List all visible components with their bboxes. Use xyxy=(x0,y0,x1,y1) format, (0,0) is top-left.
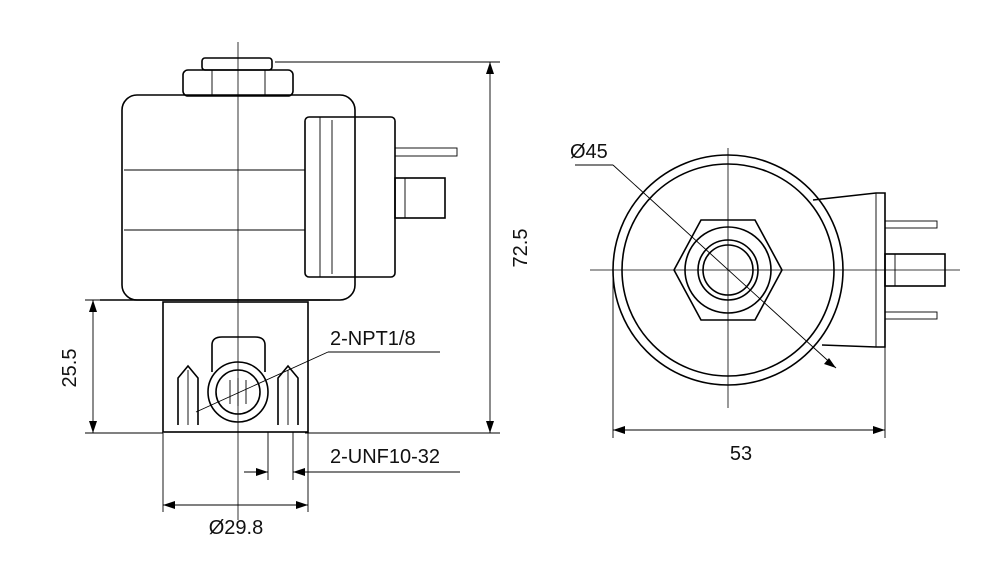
dimension-overall-width xyxy=(612,270,886,438)
leader-npt xyxy=(195,351,440,413)
valve-body xyxy=(100,299,330,433)
front-view: 72.5 25.5 2-NPT1/8 2-UNF10-32 xyxy=(59,42,532,539)
top-connector xyxy=(812,192,946,348)
top-nut xyxy=(182,57,294,97)
body-height-label: 25.5 xyxy=(59,349,81,388)
mount-thread-label: 2-UNF10-32 xyxy=(330,446,440,468)
connector-block xyxy=(304,116,458,278)
hex-nut xyxy=(673,219,783,321)
dimension-body-height xyxy=(85,299,163,434)
dimension-body-diameter xyxy=(162,433,309,512)
coil-diameter-label: Ø45 xyxy=(570,141,608,163)
overall-width-label: 53 xyxy=(730,443,752,465)
port-thread-label: 2-NPT1/8 xyxy=(330,328,416,350)
body-diameter-label: Ø29.8 xyxy=(209,517,263,539)
coil-diameter-leader xyxy=(575,164,837,369)
overall-height-label: 72.5 xyxy=(510,229,532,268)
dimension-overall-height xyxy=(275,61,500,434)
dimension-unf xyxy=(244,432,460,480)
top-view: Ø45 53 xyxy=(570,141,960,465)
